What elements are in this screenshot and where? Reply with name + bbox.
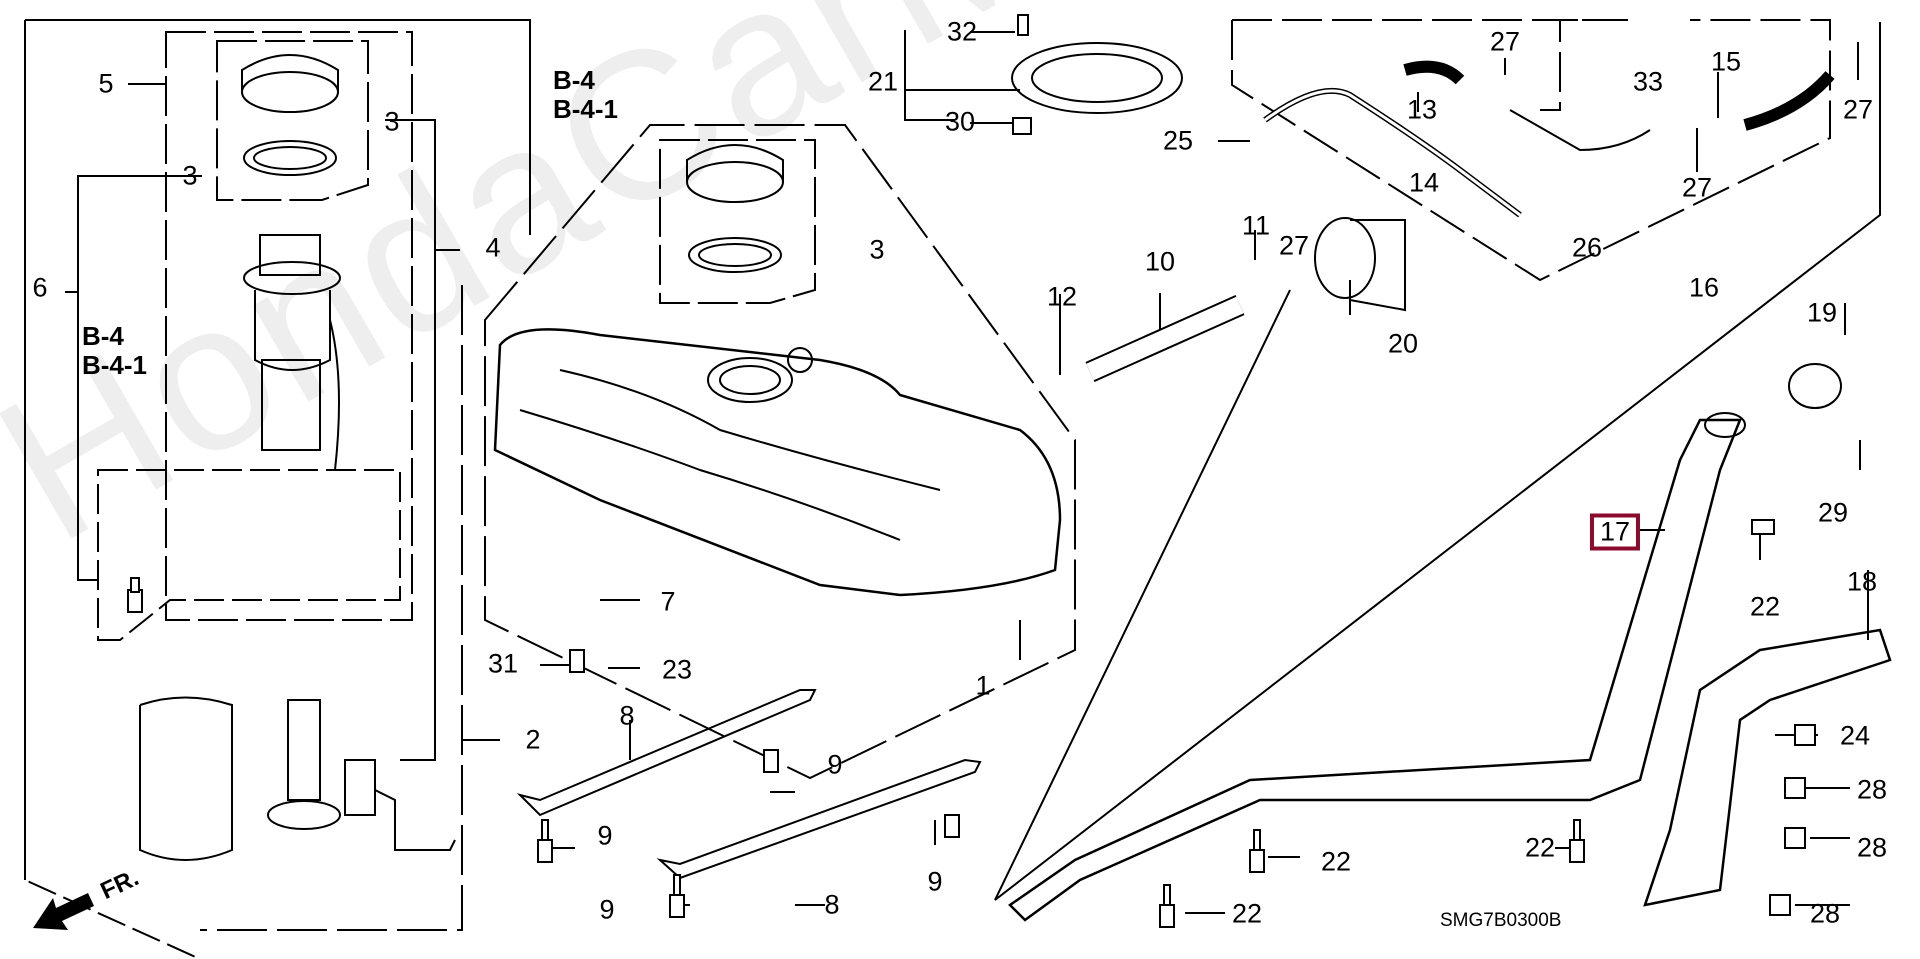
callout-3[interactable]: 3 bbox=[182, 160, 198, 191]
reference-line: B-4 bbox=[553, 65, 595, 95]
callout-7[interactable]: 7 bbox=[660, 586, 676, 617]
group-outline-3-left bbox=[216, 40, 369, 201]
callout-8[interactable]: 8 bbox=[619, 700, 635, 731]
splash-shield bbox=[1643, 628, 1892, 907]
cover-plate bbox=[1011, 42, 1183, 114]
group-outline-5 bbox=[165, 31, 413, 621]
callout-4[interactable]: 4 bbox=[485, 232, 501, 263]
fuel-tank bbox=[493, 328, 1062, 597]
callout-26[interactable]: 26 bbox=[1571, 232, 1603, 263]
callout-22[interactable]: 22 bbox=[1231, 898, 1263, 929]
fuel-pump-module bbox=[243, 234, 341, 471]
callout-21[interactable]: 21 bbox=[867, 66, 899, 97]
callout-3[interactable]: 3 bbox=[869, 234, 885, 265]
callout-14[interactable]: 14 bbox=[1408, 167, 1440, 198]
leader-lines bbox=[65, 30, 1869, 914]
callout-6[interactable]: 6 bbox=[32, 272, 48, 303]
callout-27[interactable]: 27 bbox=[1278, 230, 1310, 261]
group-outline-6 bbox=[24, 19, 531, 959]
callout-31[interactable]: 31 bbox=[487, 648, 519, 679]
group-outline-17 bbox=[994, 22, 1881, 901]
callout-9[interactable]: 9 bbox=[927, 866, 943, 897]
callout-22[interactable]: 22 bbox=[1749, 591, 1781, 622]
callout-9[interactable]: 9 bbox=[827, 749, 843, 780]
callout-28[interactable]: 28 bbox=[1856, 774, 1888, 805]
callout-33[interactable]: 33 bbox=[1632, 66, 1664, 97]
callout-24[interactable]: 24 bbox=[1839, 720, 1871, 751]
callout-8[interactable]: 8 bbox=[824, 889, 840, 920]
front-direction-arrow-icon bbox=[33, 893, 94, 930]
reference-line: B-4-1 bbox=[553, 94, 619, 125]
fuel-cap bbox=[1788, 363, 1842, 409]
callout-25[interactable]: 25 bbox=[1162, 125, 1194, 156]
callout-17-highlighted[interactable]: 17 bbox=[1589, 513, 1641, 551]
callout-9[interactable]: 9 bbox=[597, 820, 613, 851]
tank-straps bbox=[516, 689, 982, 880]
callout-27[interactable]: 27 bbox=[1489, 26, 1521, 57]
callout-9[interactable]: 9 bbox=[599, 894, 615, 925]
callout-13[interactable]: 13 bbox=[1406, 94, 1438, 125]
callout-18[interactable]: 18 bbox=[1846, 566, 1878, 597]
callout-28[interactable]: 28 bbox=[1809, 898, 1841, 929]
pump-motor bbox=[267, 699, 341, 830]
callout-22[interactable]: 22 bbox=[1524, 832, 1556, 863]
group-outline-2 bbox=[200, 285, 463, 931]
evap-filter bbox=[1314, 217, 1406, 312]
group-outline-3-center bbox=[659, 139, 816, 304]
group-outline-sender bbox=[97, 469, 401, 641]
fuel-filter-cup bbox=[139, 696, 233, 861]
callout-32[interactable]: 32 bbox=[946, 16, 978, 47]
diagram-code: SMG7B0300B bbox=[1440, 910, 1562, 931]
callout-3[interactable]: 3 bbox=[384, 106, 400, 137]
filler-pipe bbox=[1008, 412, 1746, 922]
callout-15[interactable]: 15 bbox=[1710, 46, 1742, 77]
breather-hoses bbox=[1263, 60, 1835, 218]
callout-1[interactable]: 1 bbox=[975, 670, 991, 701]
lock-ring bbox=[241, 54, 339, 176]
reference-line: B-4 bbox=[82, 321, 124, 351]
callout-10[interactable]: 10 bbox=[1144, 246, 1176, 277]
callout-22[interactable]: 22 bbox=[1320, 846, 1352, 877]
reference-b4-left[interactable]: B-4 B-4-1 bbox=[82, 321, 148, 381]
group-outline-16 bbox=[1231, 19, 1831, 282]
callout-28[interactable]: 28 bbox=[1856, 832, 1888, 863]
callout-20[interactable]: 20 bbox=[1387, 328, 1419, 359]
bolts bbox=[127, 14, 1816, 928]
fuel-gauge-sender bbox=[344, 759, 456, 851]
group-outline-1 bbox=[484, 124, 1076, 780]
callout-19[interactable]: 19 bbox=[1806, 297, 1838, 328]
callout-2[interactable]: 2 bbox=[525, 724, 541, 755]
connecting-hose bbox=[1085, 294, 1245, 383]
callout-11[interactable]: 11 bbox=[1241, 210, 1271, 241]
reference-line: B-4-1 bbox=[82, 350, 148, 381]
callout-30[interactable]: 30 bbox=[944, 106, 976, 137]
reference-b4-top[interactable]: B-4 B-4-1 bbox=[553, 65, 619, 125]
callout-5[interactable]: 5 bbox=[98, 68, 114, 99]
lock-ring-center bbox=[686, 144, 784, 273]
callout-16[interactable]: 16 bbox=[1688, 272, 1720, 303]
callout-27[interactable]: 27 bbox=[1842, 94, 1874, 125]
callout-29[interactable]: 29 bbox=[1817, 497, 1849, 528]
callout-27[interactable]: 27 bbox=[1681, 172, 1713, 203]
callout-12[interactable]: 12 bbox=[1046, 281, 1078, 312]
callout-23[interactable]: 23 bbox=[661, 654, 693, 685]
